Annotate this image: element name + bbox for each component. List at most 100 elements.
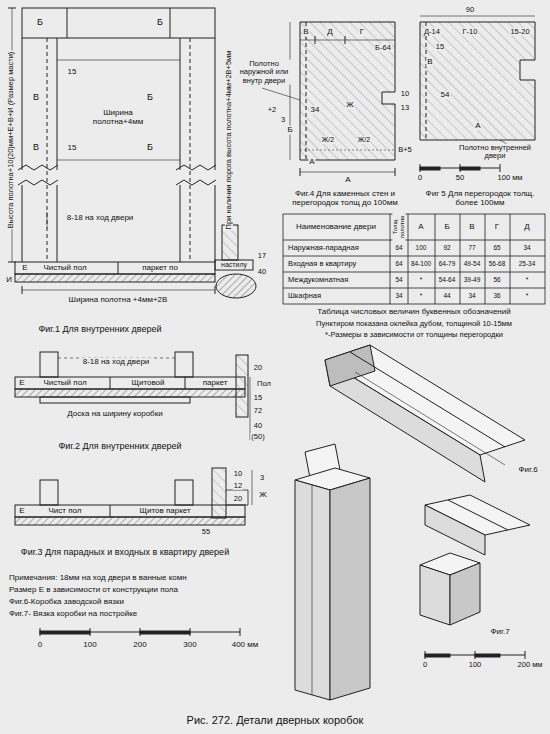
fig4-profile: [262, 22, 395, 176]
dimension-label: Б: [36, 18, 44, 28]
dimension-label: 54: [440, 91, 451, 100]
dimension-label: При наличии порога высота полотна+4мм+2В…: [225, 50, 233, 231]
dimension-label: (50): [250, 433, 265, 441]
dimension-label: Ширина полотна+4мм: [86, 109, 150, 127]
dimension-label: А: [308, 158, 315, 167]
dimension-label: Чистый пол: [42, 264, 87, 273]
table-cell: 25-34: [518, 260, 537, 267]
table-cell: 64-79: [438, 260, 457, 267]
table-cell: Г: [494, 223, 500, 232]
dimension-label: 400 мм: [231, 641, 260, 650]
dimension-label: Чистый пол: [42, 379, 87, 388]
dimension-label: 200 мм: [517, 661, 544, 669]
dimension-label: 10: [233, 470, 243, 478]
dimension-label: 50: [455, 174, 465, 182]
dimension-label: Щитов паркет: [138, 507, 191, 516]
dimension-label: 40: [257, 268, 267, 276]
dimension-label: В: [302, 28, 309, 37]
dimension-label: 0: [417, 174, 423, 182]
dimension-label: Е: [18, 507, 25, 516]
dimension-label: +2: [267, 106, 278, 114]
dimension-label: Ширина полотна +4мм+2В: [68, 296, 169, 305]
dimension-label: В: [32, 143, 40, 153]
dimension-label: 15: [67, 144, 78, 153]
dimension-label: 100: [82, 641, 97, 650]
dimension-label: В: [426, 58, 433, 67]
dimension-label: Примечания: 18мм на ход двери в ванные к…: [8, 574, 188, 583]
dimension-label: Ж/2: [357, 136, 371, 144]
table-cell: 34: [522, 244, 531, 251]
dimension-label: 40: [253, 422, 263, 430]
dimension-label: 12: [233, 482, 243, 490]
dimension-label: Чист пол: [48, 507, 83, 516]
dimension-label: 0: [422, 661, 428, 669]
scale-bar: [40, 628, 240, 636]
dimension-label: Б: [146, 93, 154, 103]
dimension-label: В+5: [397, 146, 413, 154]
table-cell: 34: [394, 292, 403, 299]
dimension-label: Фиг 5 Для перегородок толщ. более 100мм: [417, 190, 544, 208]
dimension-label: 0: [37, 641, 43, 650]
table-cell: *: [525, 276, 530, 283]
table-cell: 49-54: [463, 260, 482, 267]
table-cell: 39-49: [463, 276, 482, 283]
table-cell: 100: [415, 244, 428, 251]
table-cell: А: [417, 223, 424, 232]
dimension-label: Таблица числовых величин буквенных обозн…: [316, 308, 511, 317]
table-cell: Б: [443, 223, 450, 232]
dimension-label: Высота полотна+10(20)мм+Е+В+И (Размер ма…: [7, 51, 15, 230]
table-cell: 92: [442, 244, 451, 251]
dimension-label: 90: [465, 6, 475, 14]
dimension-label: Е: [21, 264, 28, 273]
table-cell: Шкафная: [287, 292, 322, 300]
dimension-label: 8-18 на ход двери: [82, 358, 151, 367]
dimension-label: Фиг.3 Для парадных и входных в квартиру …: [4, 548, 246, 558]
dimension-label: Фиг.1 Для внутренних дверей: [37, 325, 162, 335]
dimension-label: Е: [18, 379, 25, 388]
fig2-section: [15, 352, 250, 440]
dimension-label: 15: [435, 43, 445, 51]
dimension-label: Полотно наружной или внутр двери: [236, 60, 293, 85]
dimension-label: 300: [182, 641, 197, 650]
table-cell: 34: [467, 292, 476, 299]
dimension-label: 100 мм: [497, 174, 524, 182]
dimension-label: паркет: [202, 379, 229, 388]
fig5-profile: [420, 16, 535, 172]
table-cell: 77: [467, 244, 476, 251]
dimension-label: Фиг.6: [517, 466, 538, 475]
table-cell: 54: [394, 276, 403, 283]
dimension-label: Фиг.7: [489, 628, 510, 637]
table-cell: 54-64: [438, 276, 457, 283]
dimension-label: Фиг.6-Коробка заводской вязки: [8, 598, 125, 607]
fig3-section: [15, 468, 252, 525]
table-cell: 64: [394, 260, 403, 267]
dimension-label: Фиг.4 Для каменных стен и перегородок то…: [279, 190, 411, 208]
dimension-label: Д: [326, 28, 333, 37]
dimension-label: А: [344, 176, 351, 185]
dimension-label: настилу: [220, 261, 248, 269]
table-cell: Наименование двери: [295, 223, 377, 232]
table-cell: Междукомнатная: [287, 276, 349, 284]
table-cell: Толщ полотна: [392, 213, 405, 241]
dimension-label: Фиг.7- Вязка коробки на постройке: [8, 610, 138, 619]
dimension-label: 17: [257, 252, 267, 260]
dimension-label: Ж: [345, 101, 354, 110]
dimension-label: Б: [156, 18, 164, 28]
dimension-label: Полотно внутренней двери: [454, 144, 536, 161]
dimension-label: И: [5, 276, 13, 285]
dimension-label: Б: [286, 126, 293, 135]
table-cell: В: [468, 223, 475, 232]
dimension-label: 20: [253, 364, 263, 372]
dimension-label: 8-18 на ход двери: [66, 214, 135, 223]
fig7-frame-piece: [295, 444, 525, 700]
dimension-label: 15: [67, 68, 78, 77]
dimension-label: 15-20: [509, 28, 530, 36]
dimension-label: 55: [201, 528, 211, 536]
table-cell: 36: [492, 292, 501, 299]
dimension-label: 13: [400, 104, 410, 112]
dimension-label: Ж: [258, 491, 267, 500]
dimension-label: 20: [233, 495, 243, 503]
dimension-label: В: [32, 93, 40, 103]
dimension-label: Д-14: [423, 28, 441, 36]
